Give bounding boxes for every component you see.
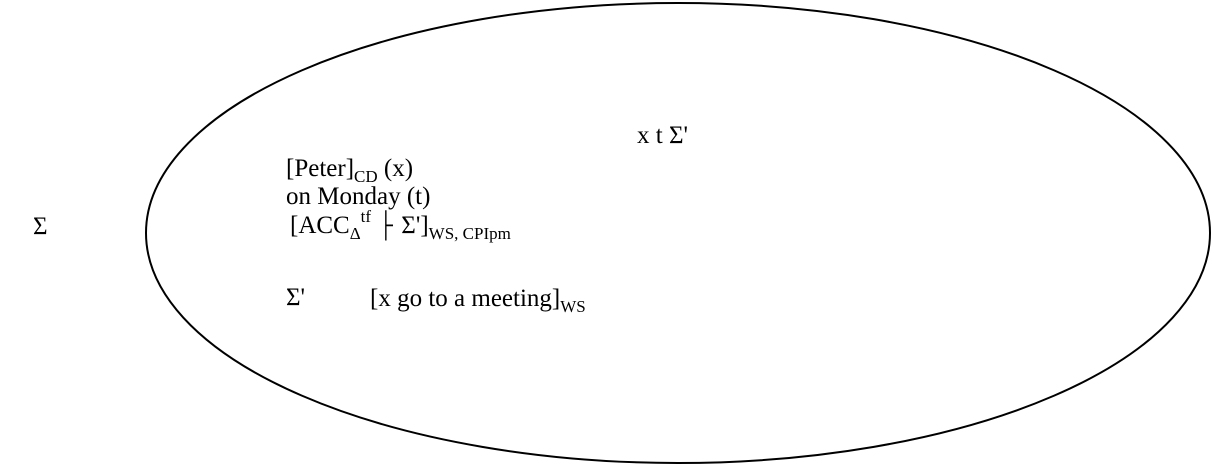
embedded-condition-main: [x go to a meeting] [370, 285, 561, 312]
condition-peter-subscript: CD [354, 167, 378, 186]
drs-referents: x t Σ' [637, 122, 689, 149]
condition-acc-target: Σ'] [395, 212, 429, 239]
condition-monday: on Monday (t) [286, 183, 431, 210]
condition-acc-superscript: tf [360, 207, 372, 226]
condition-acc-subscript: Δ [349, 224, 361, 243]
turnstile-symbol: ├ [379, 212, 394, 239]
outer-sigma-label: Σ [33, 213, 48, 240]
embedded-condition: [x go to a meeting]WS [370, 285, 586, 316]
condition-acc-subscript-2: WS, CPIpm [428, 224, 511, 243]
condition-peter-arg: (x) [377, 155, 414, 182]
drs-box-outline [145, 2, 1211, 464]
condition-peter-main: [Peter] [286, 155, 355, 182]
embedded-sigma-label: Σ' [286, 284, 306, 311]
condition-acc: [ACCΔtf ├ Σ']WS, CPIpm [290, 207, 511, 243]
embedded-condition-subscript: WS [560, 297, 586, 316]
condition-acc-open: [ACC [290, 212, 350, 239]
condition-peter: [Peter]CD (x) [286, 155, 414, 186]
